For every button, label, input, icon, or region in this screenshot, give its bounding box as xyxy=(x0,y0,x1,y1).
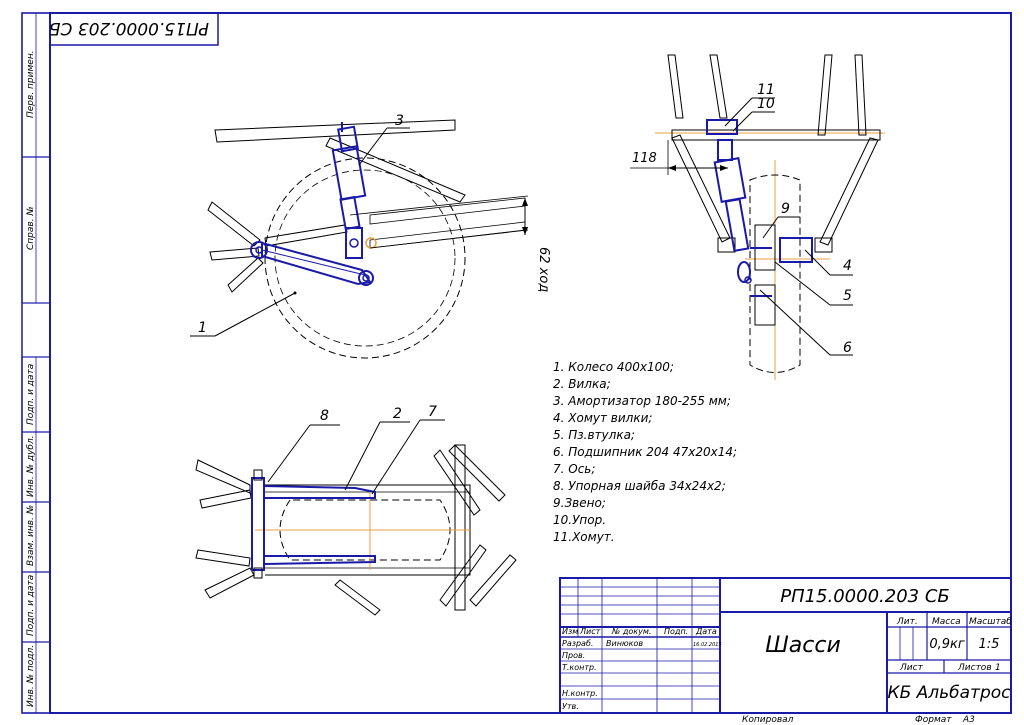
callout-3: 3 xyxy=(395,113,404,129)
side-perv-primen: Перв. примен. xyxy=(26,50,36,118)
tb-list: Лист xyxy=(579,627,601,636)
part-2: 2. Вилка; xyxy=(553,377,611,391)
tb-izm: Изм xyxy=(562,627,578,636)
part-7: 7. Ось; xyxy=(553,462,595,476)
parts-list: 1. Колесо 400х100; 2. Вилка; 3. Амортиза… xyxy=(553,360,737,544)
inner-frame xyxy=(49,12,1012,714)
format-label: Формат xyxy=(915,715,952,725)
callout-2: 2 xyxy=(393,406,402,422)
side-view: 62 ход 3 1 xyxy=(190,113,551,359)
tb-sheets-count: 1 xyxy=(995,663,1001,673)
side-strip: Перв. примен. Справ. № Подп. и дата Инв.… xyxy=(21,12,51,714)
callout-10: 10 xyxy=(757,96,775,112)
part-8: 8. Упорная шайба 34х24х2; xyxy=(553,479,726,493)
tb-date-value: 16.02.2015 xyxy=(693,642,722,648)
front-view: 118 11 10 9 4 5 6 xyxy=(630,54,885,380)
tb-utv: Утв. xyxy=(562,702,579,711)
top-view: 8 2 7 xyxy=(195,404,517,616)
drawing-title: Шасси xyxy=(765,633,841,658)
callout-4: 4 xyxy=(843,258,852,274)
tb-prov: Пров. xyxy=(562,651,585,660)
title-block: Изм Лист № докум. Подп. Дата Разраб. Вин… xyxy=(559,577,1012,714)
tb-razrab-name: Винюков xyxy=(606,639,643,648)
side-sprav: Справ. № xyxy=(26,206,36,250)
tb-mass-value: 0,9кг xyxy=(929,637,965,652)
doc-number: РП15.0000.203 СБ xyxy=(780,586,950,607)
side-inv-podl: Инв. № подл. xyxy=(26,645,36,707)
part-1: 1. Колесо 400х100; xyxy=(553,360,674,374)
rotated-doc-number-box: РП15.0000.203 СБ xyxy=(49,12,219,46)
part-6: 6. Подшипник 204 47х20х14; xyxy=(553,445,737,459)
copied-label: Копировал xyxy=(742,715,794,725)
dimension-118: 118 xyxy=(632,151,657,166)
tb-sign: Подп. xyxy=(664,627,688,636)
side-vzam-inv: Взам. инв. № xyxy=(26,505,36,566)
callout-7: 7 xyxy=(428,404,437,420)
tb-doc-no: № докум. xyxy=(611,627,651,636)
callout-6: 6 xyxy=(843,340,852,356)
outer-frame xyxy=(21,12,1012,714)
side-inv-dubl: Инв. № дубл. xyxy=(26,435,36,497)
tb-nkontr: Н.контр. xyxy=(562,689,598,698)
format-value: А3 xyxy=(962,715,975,725)
tb-tkontr: Т.контр. xyxy=(562,663,597,672)
tb-massa: Масса xyxy=(932,617,961,627)
organization: КБ Альбатрос xyxy=(888,683,1012,703)
tb-razrab: Разраб. xyxy=(562,639,593,648)
part-3: 3. Амортизатор 180-255 мм; xyxy=(553,394,731,408)
tb-sheets: Листов xyxy=(957,663,992,673)
part-10: 10.Упор. xyxy=(553,513,606,527)
part-5: 5. Пз.втулка; xyxy=(553,428,635,442)
tb-masshtab: Масштаб xyxy=(969,617,1012,627)
rotated-doc-number: РП15.0000.203 СБ xyxy=(49,18,209,38)
tb-sheet: Лист xyxy=(899,663,924,673)
side-podp-data-2: Подп. и дата xyxy=(26,575,36,636)
callout-9: 9 xyxy=(781,201,790,217)
callout-8: 8 xyxy=(320,408,329,424)
tb-date: Дата xyxy=(695,627,717,636)
tb-scale-value: 1:5 xyxy=(979,637,1000,652)
callout-1: 1 xyxy=(198,320,207,336)
dimension-stroke: 62 ход xyxy=(536,247,551,292)
callout-5: 5 xyxy=(843,288,852,304)
part-4: 4. Хомут вилки; xyxy=(553,411,652,425)
callout-11: 11 xyxy=(757,82,775,98)
side-podp-data-1: Подп. и дата xyxy=(26,364,36,425)
part-9: 9.Звено; xyxy=(553,496,606,510)
tb-lit: Лит. xyxy=(896,617,918,627)
part-11: 11.Хомут. xyxy=(553,530,615,544)
